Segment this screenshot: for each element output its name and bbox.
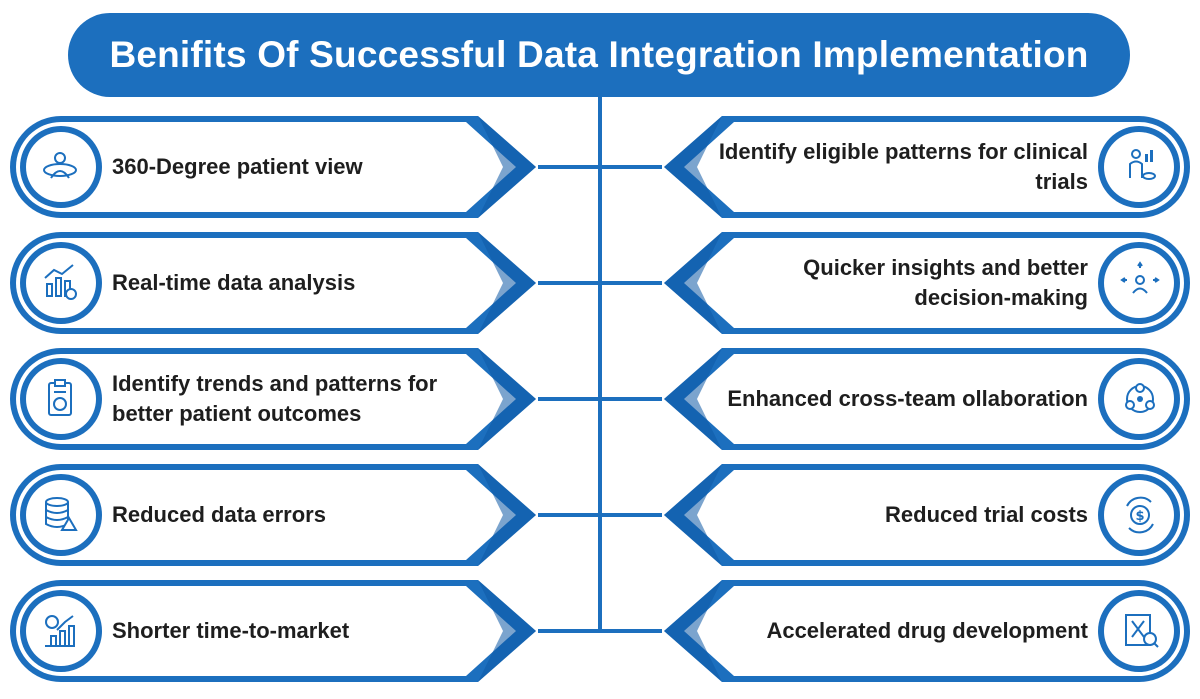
benefit-label: Reduced data errors xyxy=(112,502,326,527)
page-title: Benifits Of Successful Data Integration … xyxy=(68,13,1130,97)
svg-text:$: $ xyxy=(1135,509,1144,524)
clipboard-report-icon xyxy=(27,366,93,432)
card-frame xyxy=(664,232,1190,334)
patient-pills-icon xyxy=(1107,134,1173,200)
card-frame xyxy=(664,464,1190,566)
growth-chart-clock-icon xyxy=(27,598,93,664)
benefit-label: Accelerated drug development xyxy=(766,618,1088,643)
card-frame xyxy=(10,580,536,682)
benefit-label: Shorter time-to-market xyxy=(112,618,350,643)
card-frame xyxy=(664,580,1190,682)
card-frame xyxy=(10,464,536,566)
left-benefit-card: Reduced data errors xyxy=(8,462,558,568)
database-warning-icon xyxy=(27,482,93,548)
card-frame xyxy=(10,116,536,218)
card-frame xyxy=(10,232,536,334)
team-collaboration-icon xyxy=(1107,366,1173,432)
patient-view-icon xyxy=(27,134,93,200)
benefit-label: 360-Degree patient view xyxy=(112,154,363,179)
left-benefit-card: Identify trends and patterns for better … xyxy=(8,346,558,452)
left-benefit-card: Shorter time-to-market xyxy=(8,578,558,684)
benefit-label: Enhanced cross-team ollaboration xyxy=(727,386,1088,411)
left-benefit-card: 360-Degree patient view xyxy=(8,114,558,220)
cost-reduction-icon: $ xyxy=(1107,482,1173,548)
right-benefit-card: Enhanced cross-team ollaboration xyxy=(642,346,1192,452)
branch-lines xyxy=(538,165,662,633)
benefit-label: Real-time data analysis xyxy=(112,270,356,295)
card-frame xyxy=(664,116,1190,218)
card-frame xyxy=(664,348,1190,450)
left-benefit-card: Real-time data analysis xyxy=(8,230,558,336)
drug-research-icon xyxy=(1107,598,1173,664)
benefit-label: Quicker insights and better decision-mak… xyxy=(803,255,1088,310)
right-benefit-card: Identify eligible patterns for clinical … xyxy=(642,114,1192,220)
right-benefit-card: Accelerated drug development xyxy=(642,578,1192,684)
decision-person-icon xyxy=(1107,250,1173,316)
benefit-label: Identify trends and patterns for better … xyxy=(112,371,438,426)
card-frame xyxy=(10,348,536,450)
right-benefit-card: $ Reduced trial costs xyxy=(642,462,1192,568)
right-benefit-card: Quicker insights and better decision-mak… xyxy=(642,230,1192,336)
benefit-label: Identify eligible patterns for clinical … xyxy=(718,139,1088,194)
analysis-chart-icon xyxy=(27,250,93,316)
benefit-label: Reduced trial costs xyxy=(885,502,1088,527)
